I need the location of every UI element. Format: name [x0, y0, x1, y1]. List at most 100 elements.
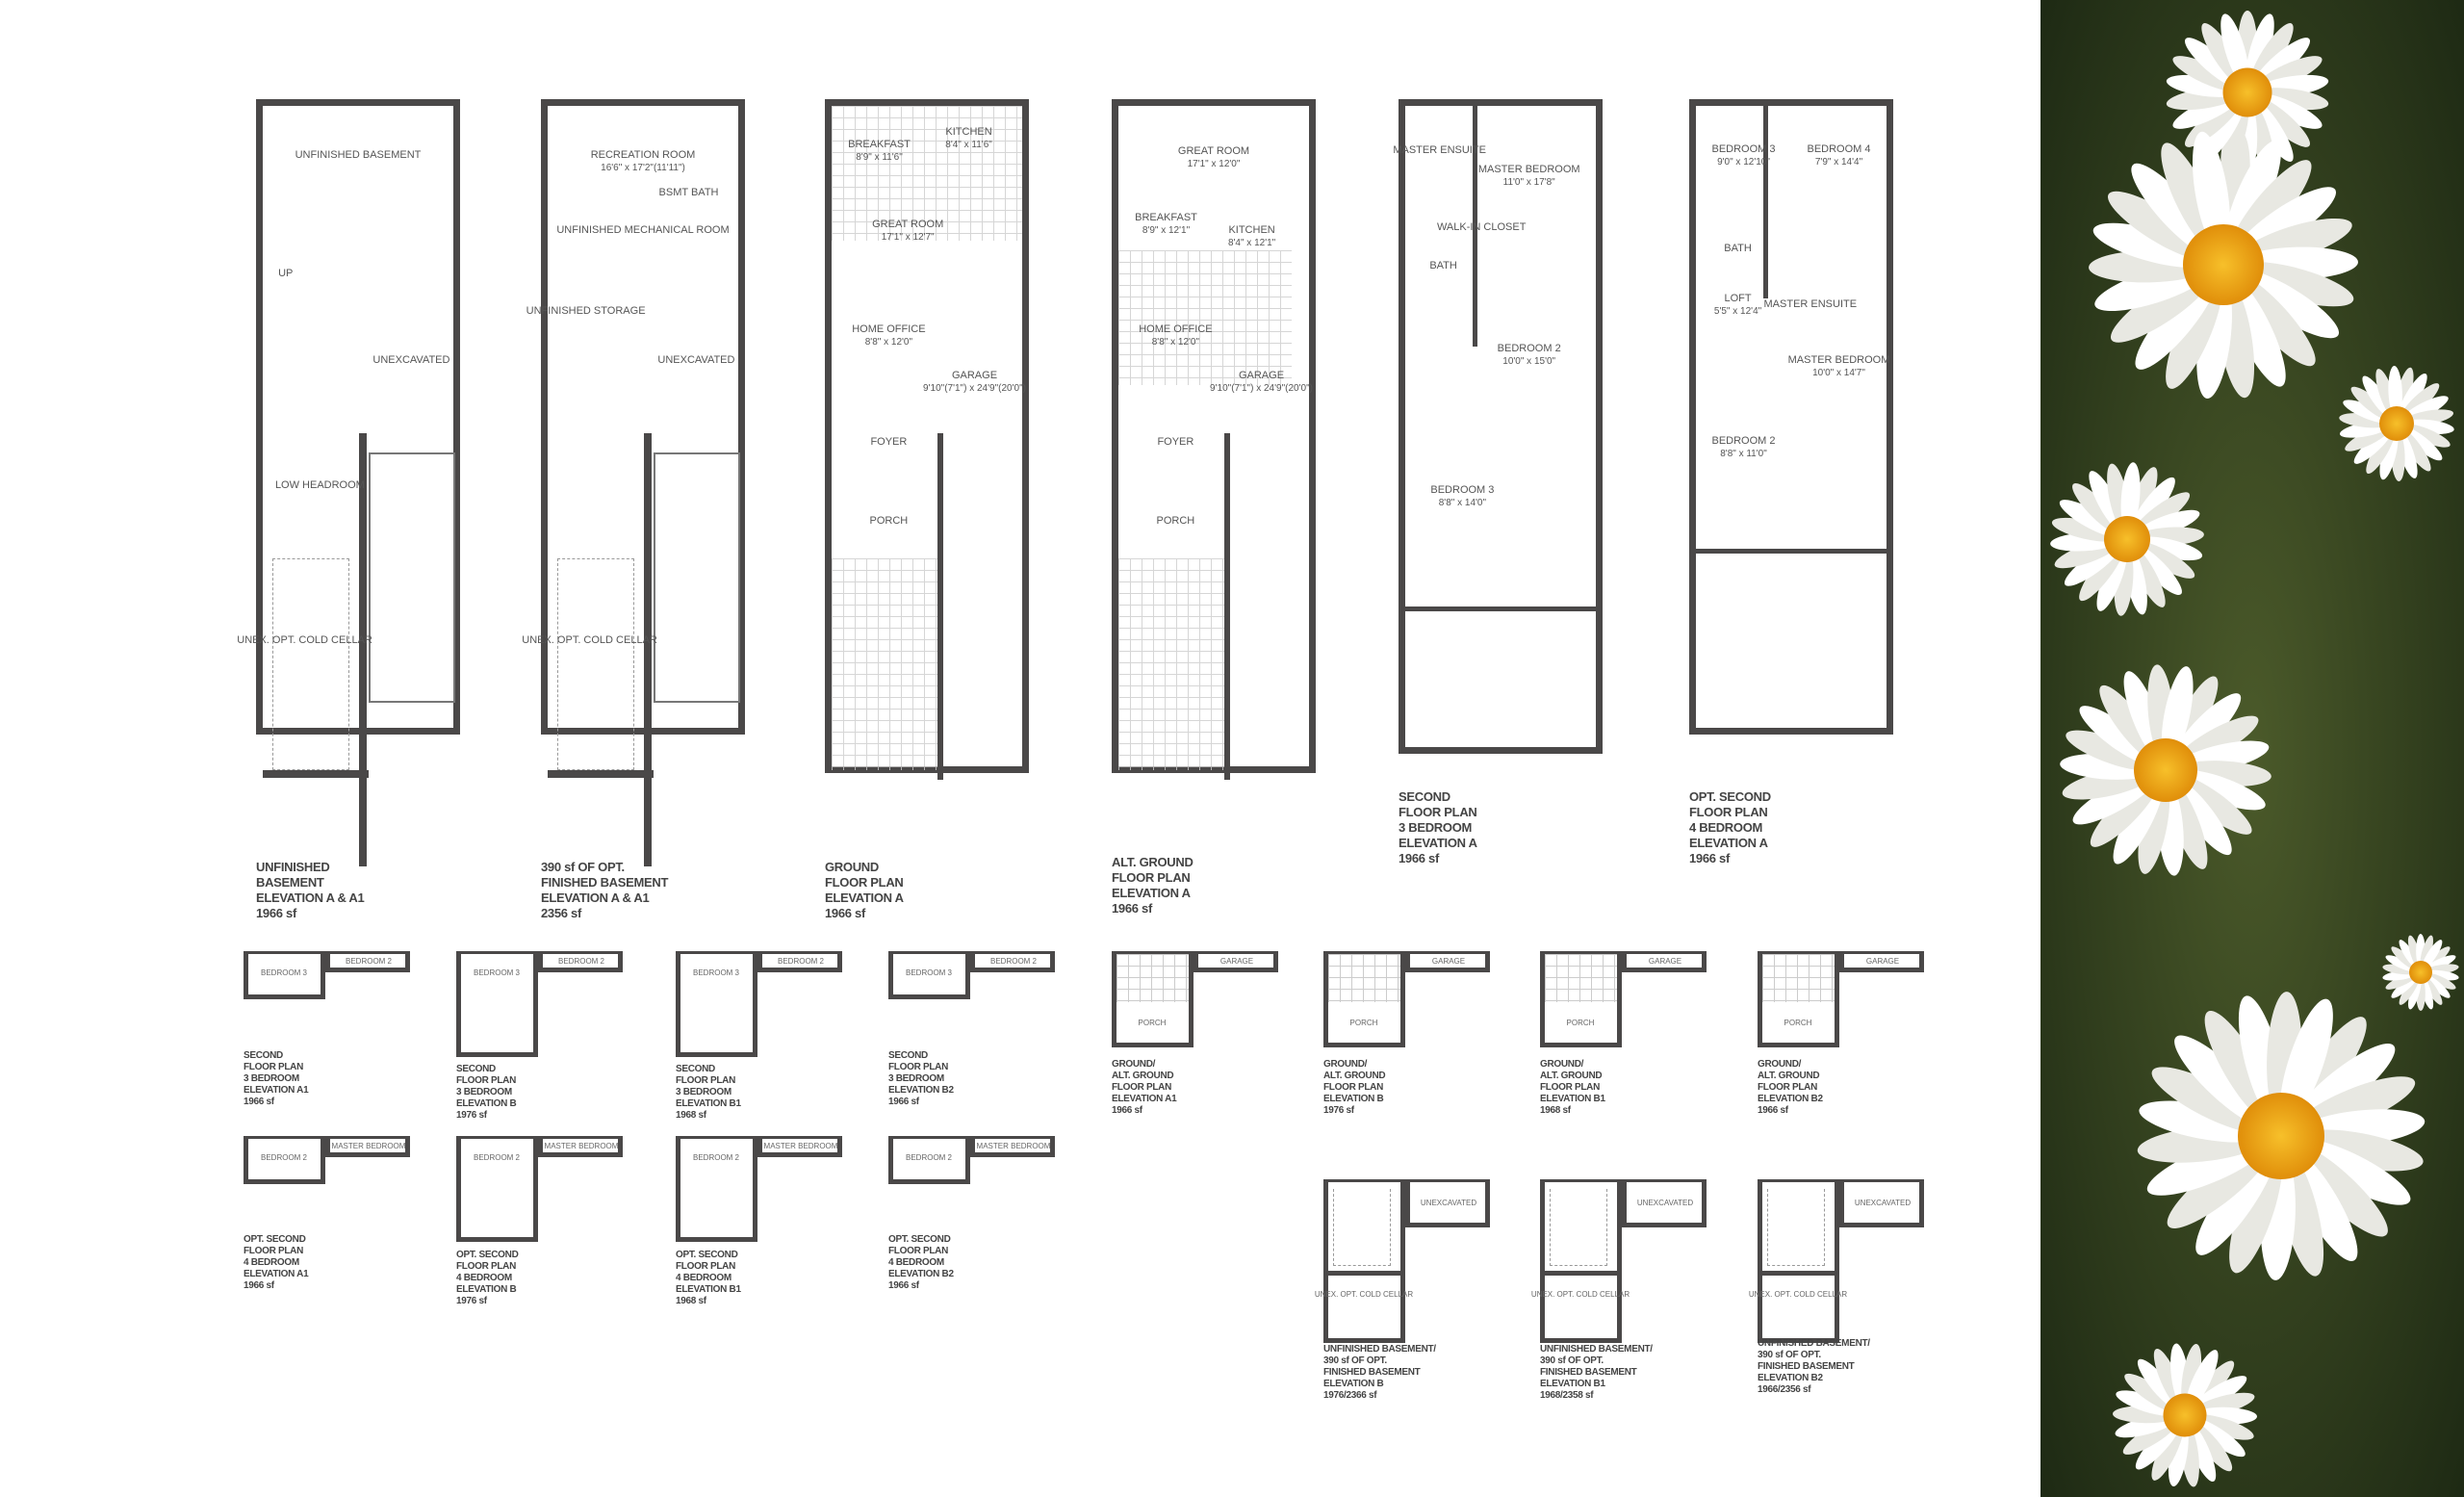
room-name: KITCHEN	[1228, 224, 1275, 237]
room-label: FOYER	[1157, 436, 1194, 449]
daisy-center	[2104, 516, 2150, 562]
daisy-petal	[2186, 1350, 2219, 1409]
mini-left-label: PORCH	[1138, 1019, 1167, 1027]
daisy-petal	[2151, 1421, 2184, 1481]
room-name: BSMT BATH	[658, 186, 719, 198]
daisy-center	[2222, 67, 2272, 117]
daisy-petal	[2172, 56, 2241, 91]
mini-left-room	[676, 1136, 757, 1242]
room-dimensions: 8'8" x 11'0"	[1720, 449, 1767, 460]
room-label: BATH	[1429, 260, 1457, 272]
daisy-petal	[2051, 517, 2120, 542]
daisy-petal	[2254, 93, 2323, 129]
daisy-petal	[2120, 462, 2141, 532]
mini-right-room	[970, 1136, 1055, 1157]
mini-left-label: BEDROOM 2	[692, 1153, 740, 1162]
room-dimensions: 8'9" x 12'1"	[1142, 224, 1191, 236]
wall	[1696, 549, 1888, 554]
wall	[359, 433, 367, 866]
room-name: GARAGE	[1238, 370, 1285, 382]
mini-right-label: BEDROOM 2	[777, 957, 825, 966]
daisy-petal	[2134, 536, 2203, 561]
daisy-image	[2040, 0, 2464, 1497]
room-name: PORCH	[1156, 515, 1195, 528]
mini-left-room	[244, 1136, 325, 1184]
mini-plan-caption: SECOND FLOOR PLAN 3 BEDROOM ELEVATION B2…	[888, 1050, 954, 1107]
daisy-center	[2183, 224, 2264, 305]
daisy-petal	[2236, 262, 2354, 307]
daisy-petal	[2224, 141, 2281, 253]
mini-left-label: BEDROOM 3	[905, 968, 953, 977]
room-name: MASTER ENSUITE	[1393, 143, 1486, 156]
room-dimensions: 8'4" x 12'1"	[1227, 238, 1276, 249]
daisy-center	[2379, 406, 2414, 441]
low-headroom-area	[1550, 1189, 1607, 1266]
plan-caption: ALT. GROUND FLOOR PLAN ELEVATION A 1966 …	[1112, 855, 1194, 916]
daisy-flower	[2050, 462, 2204, 616]
daisy-petal	[2066, 730, 2156, 771]
daisy-petal	[2096, 546, 2127, 611]
mini-right-label: BEDROOM 2	[345, 957, 393, 966]
room-label: UNFINISHED MECHANICAL ROOM	[556, 224, 729, 237]
room-label: UNFINISHED BASEMENT	[295, 149, 422, 162]
daisy-petal	[2388, 366, 2402, 419]
room-name: WALK-IN CLOSET	[1436, 220, 1527, 233]
room-name: BEDROOM 3	[1711, 142, 1776, 155]
room-label: LOW HEADROOM	[275, 479, 365, 492]
daisy-flower	[2060, 664, 2272, 876]
mini-right-room	[1194, 951, 1278, 972]
room-name: BREAKFAST	[848, 139, 911, 151]
daisy-petal	[2279, 998, 2333, 1123]
mini-tile	[1545, 954, 1617, 1002]
mini-right-label: UNEXCAVATED	[1854, 1199, 1912, 1207]
room-dimensions: 9'10"(7'1") x 24'9"(20'0")	[923, 383, 1026, 395]
room-name: LOW HEADROOM	[274, 478, 365, 491]
mini-left-label: BEDROOM 3	[692, 968, 740, 977]
wall	[1763, 106, 1768, 298]
mini-plan-caption: GROUND/ ALT. GROUND FLOOR PLAN ELEVATION…	[1112, 1059, 1177, 1116]
mini-right-label: MASTER BEDROOM	[763, 1142, 838, 1150]
mini-right-label: MASTER BEDROOM	[976, 1142, 1051, 1150]
room-label: PORCH	[1157, 515, 1195, 528]
mini-plan-caption: UNFINISHED BASEMENT/ 390 sf OF OPT. FINI…	[1758, 1338, 1870, 1395]
daisy-petal	[2161, 666, 2194, 761]
mini-right-label: GARAGE	[1648, 957, 1682, 966]
flowers	[2050, 11, 2459, 1487]
wall	[1540, 1271, 1622, 1276]
low-headroom-area	[1333, 1189, 1391, 1266]
wall	[1323, 1271, 1405, 1276]
room-name: UNEXCAVATED	[657, 354, 735, 367]
room-label: MASTER ENSUITE	[1393, 144, 1486, 157]
daisy-center	[2409, 961, 2432, 984]
room-name: BEDROOM 3	[1430, 483, 1495, 496]
room-label: UNEX. OPT. COLD CELLAR	[522, 634, 657, 647]
room-dimensions: 10'0" x 15'0"	[1502, 356, 1556, 368]
mini-plan-caption: SECOND FLOOR PLAN 3 BEDROOM ELEVATION A1…	[244, 1050, 309, 1107]
daisy-petal	[2092, 222, 2211, 268]
foyer-tile	[1118, 558, 1224, 770]
tile-floor	[832, 106, 1022, 241]
room-name: HOME OFFICE	[852, 323, 926, 336]
room-name: HOME OFFICE	[1139, 323, 1213, 336]
daisy-petal	[2166, 276, 2222, 389]
daisy-petal	[2422, 940, 2443, 969]
mini-left-room	[456, 951, 538, 1057]
room-name: MASTER ENSUITE	[1763, 298, 1858, 311]
mini-left-label: BEDROOM 3	[473, 968, 521, 977]
